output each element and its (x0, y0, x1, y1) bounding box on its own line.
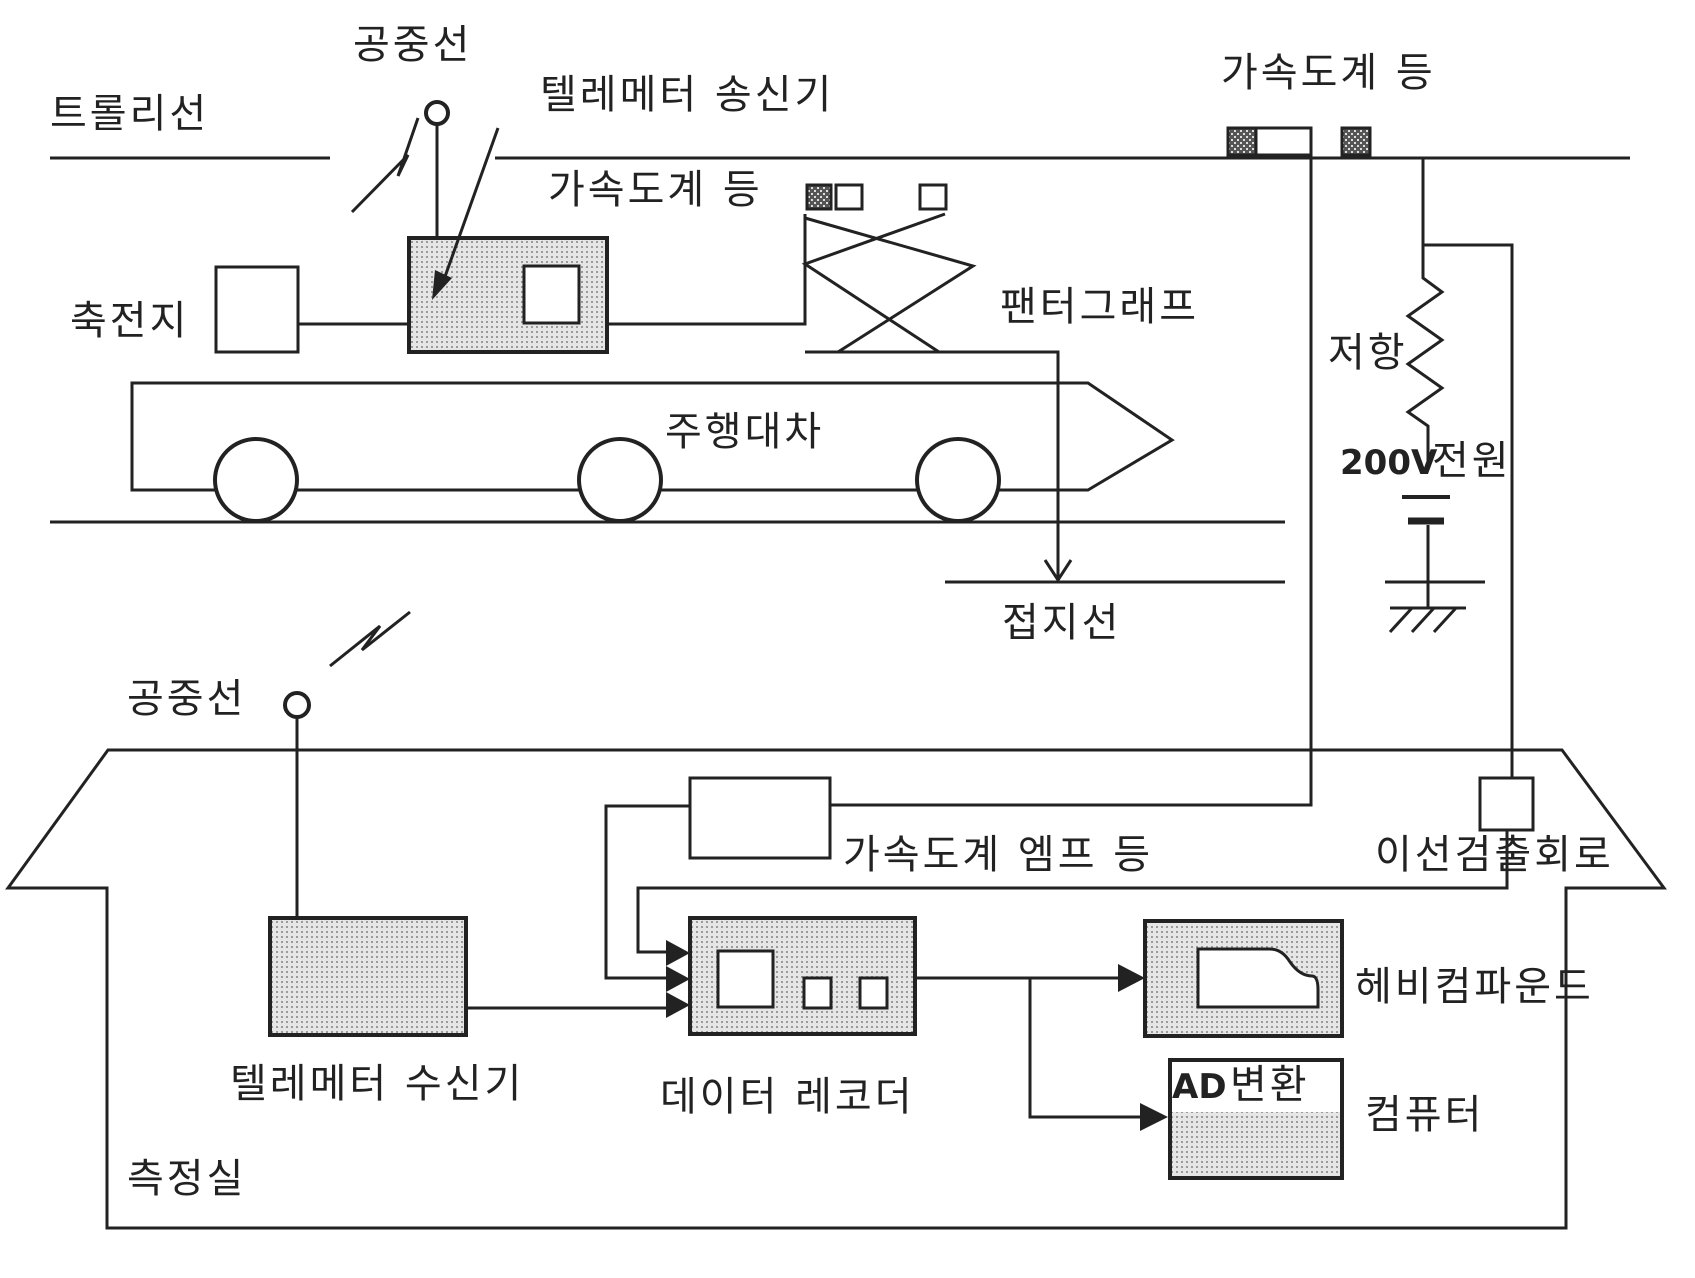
label-battery: 축전지 (70, 298, 189, 344)
battery-box (214, 265, 300, 354)
label-accel-pantograph: 가속도계 등 (548, 167, 763, 213)
trolley-accelerometer-left (1226, 126, 1258, 157)
label-ad-word: 변환 (1230, 1062, 1310, 1108)
label-accel-top-right: 가속도계 등 (1221, 50, 1436, 96)
power-supply-icon (1402, 495, 1450, 608)
label-wire-detect: 이선검출회로 (1375, 832, 1614, 878)
bogie-body (130, 381, 1175, 492)
label-telemeter-rx: 텔레메터 수신기 (230, 1061, 524, 1107)
radio-wave-icon-bottom (329, 610, 411, 668)
label-supply-voltage: 200V (1340, 443, 1438, 483)
measurement-room-outline (5, 748, 1667, 1230)
wire-detection-circuit-box (1478, 776, 1535, 832)
recorder-input-arrows (666, 940, 690, 1018)
accelerometer-amp-box (688, 776, 832, 860)
label-aerial-bottom: 공중선 (127, 676, 246, 722)
label-supply-word: 전원 (1432, 438, 1512, 484)
resistor-icon (1405, 158, 1514, 782)
transmitter-pointer-arrow (440, 127, 500, 286)
label-bogie: 주행대차 (665, 409, 824, 455)
label-data-recorder: 데이터 레코더 (660, 1074, 915, 1120)
label-aerial-top: 공중선 (353, 22, 472, 68)
pantograph-icon (801, 212, 977, 354)
label-ad-prefix: AD (1172, 1067, 1227, 1107)
radio-wave-icon-top (350, 117, 420, 214)
bogie-wheels (213, 437, 1001, 523)
label-heavy-compound: 헤비컴파운드 (1355, 964, 1594, 1010)
label-trolley-line: 트롤리선 (50, 91, 209, 137)
label-pantograph: 팬터그래프 (1000, 284, 1199, 330)
label-computer: 컴퓨터 (1365, 1092, 1484, 1138)
label-measurement-room: 측정실 (127, 1156, 246, 1202)
telemeter-receiver-box (268, 916, 468, 1037)
ground-symbol-icon (1388, 606, 1466, 634)
aerial-antenna-top (424, 100, 450, 238)
pantograph-accelerometer (805, 183, 833, 211)
label-resistor: 저항 (1328, 330, 1408, 376)
label-accel-amp: 가속도계 엠프 등 (843, 832, 1153, 878)
label-ground-line: 접지선 (1002, 600, 1121, 646)
label-telemeter-tx: 텔레메터 송신기 (540, 72, 834, 118)
trolley-accelerometer-right (1340, 126, 1372, 157)
aerial-antenna-bottom (283, 691, 311, 918)
telemeter-transmitter-inner (522, 264, 581, 325)
